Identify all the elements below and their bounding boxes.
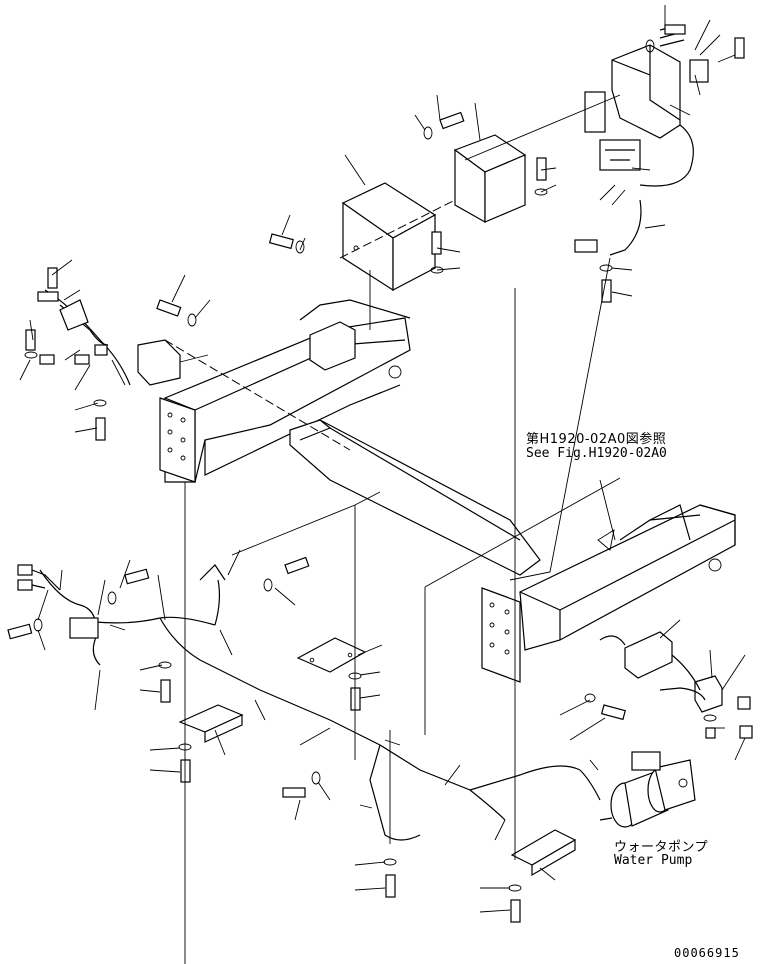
bracket-lower-left <box>178 704 244 743</box>
bracket-left <box>137 339 181 386</box>
reference-lines <box>19 5 746 964</box>
bracket-lower-right <box>510 829 577 877</box>
reference-label-jp: 第H1920-02A0図参照 <box>526 432 667 447</box>
water-pump-icon <box>599 751 696 828</box>
drawing-number: 00066915 <box>674 946 740 960</box>
frame-assembly <box>159 299 736 683</box>
cover-left <box>341 182 437 292</box>
relay-box <box>624 631 673 679</box>
wiring-harness <box>17 289 706 841</box>
control-box-assembly <box>574 24 709 256</box>
water-pump-label-en: Water Pump <box>614 853 693 868</box>
cover-right <box>453 134 527 224</box>
water-pump-label-jp: ウォータポンプ <box>614 840 709 855</box>
reference-label-en: See Fig.H1920-02A0 <box>526 446 667 461</box>
harness-clip-right <box>694 675 723 713</box>
bolts-and-washers <box>7 24 753 923</box>
